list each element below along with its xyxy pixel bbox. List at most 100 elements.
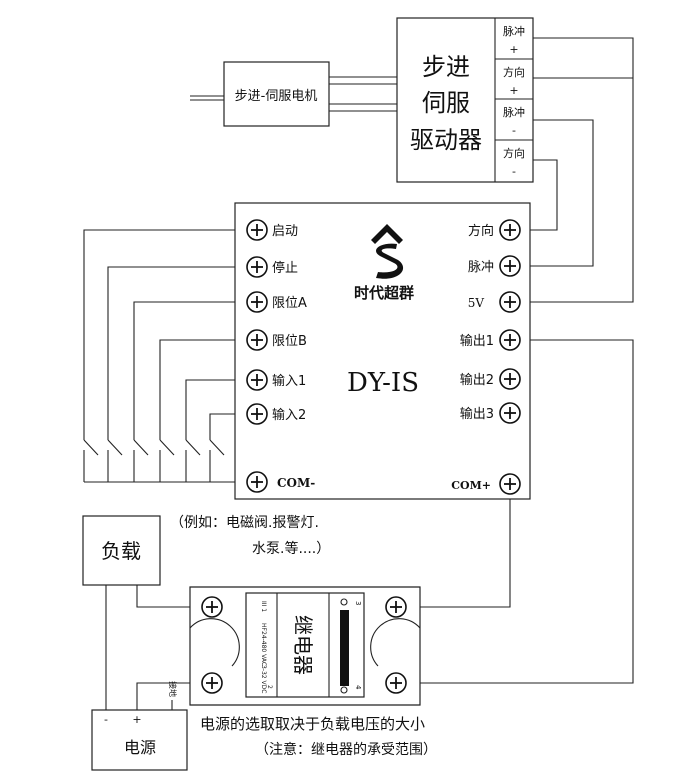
wire-input2 [209,413,245,440]
terminal-screw [246,329,268,351]
brand-logo: 时代超群 [354,224,414,302]
load-example-line1: （例如：电磁阀.报警灯. [170,515,319,531]
terminal-label-input1: 输入1 [272,373,306,389]
relay-pin-number: 3 [354,601,362,605]
relay: III 1 HF 24-480 VAC 3-32 VDC 2 3 4 继电器 [189,586,421,706]
model-name: DY-IS [347,368,419,398]
wire-limit-b [159,339,245,440]
terminal-screw [385,672,407,694]
driver-title-line: 步进 [422,53,470,81]
terminal-label-com-minus: COM- [277,476,315,490]
terminal-label-output1: 输出1 [460,333,494,349]
driver-port-label: 脉冲 [503,105,525,119]
wire-dir-minus [526,159,558,231]
terminal-screw [499,368,521,390]
wire-pulse-minus [526,119,594,267]
wire-power-relay [136,682,200,717]
terminal-label-output2: 输出2 [460,372,494,388]
load-example-line2: 水泵.等....） [252,540,330,557]
wire-limit-a [133,301,245,440]
terminal-screw [385,596,407,618]
relay-small-text: 24-480 VAC [260,631,267,666]
relay-mount-arc-right [370,618,421,667]
load: 负载 （例如：电磁阀.报警灯. 水泵.等....） [82,515,330,586]
terminal-screw [499,329,521,351]
wire-stop [107,266,245,440]
terminal-label-input2: 输入2 [272,407,306,423]
terminal-screw [246,471,268,493]
relay-small-text: 2 [266,685,273,689]
driver-port-label: 方向 [503,65,525,79]
switch-blade [185,439,201,456]
note-line1: 电源的选取取决于负载电压的大小 [200,715,425,733]
terminal-screw [499,255,521,277]
terminal-label-com-plus: COM+ [451,479,491,492]
load-box [82,515,161,586]
driver-port-sign: + [509,84,518,97]
driver-box [396,17,534,183]
terminal-screw [499,291,521,313]
power-plus-label: + [132,713,141,726]
relay-label-group: 继电器 [291,615,315,675]
terminal-screw [201,672,223,694]
switch-blade [83,439,99,456]
wire-start [83,229,245,440]
terminal-label-limit-a: 限位A [272,296,307,311]
switch-blade [159,439,175,456]
relay-label: 继电器 [291,615,315,675]
terminal-screw [246,403,268,425]
terminal-label-stop: 停止 [272,260,298,276]
switch-blade [107,439,123,456]
notes: 电源的选取取决于负载电压的大小 （注意：继电器的承受范围） [200,715,437,758]
driver-port-sign: - [512,165,516,178]
brand-name: 时代超群 [354,284,414,302]
relay-small-text: III 1 [260,601,267,612]
load-label: 负载 [101,539,141,563]
terminal-screw [201,596,223,618]
driver-port-sign: + [509,43,518,56]
switch-blade [209,439,225,456]
driver-port-label: 方向 [503,146,525,160]
switch-blade [133,439,149,456]
controller: 时代超群 DY-IS 启动 停止 限位A 限位B 输入1 输入2 COM- 方向… [234,202,531,500]
driver-port-label: 脉冲 [503,24,525,38]
driver-title-line: 驱动器 [410,126,482,154]
motor-label: 步进-伺服电机 [235,89,318,104]
logo-chevron [371,224,403,244]
wire-output1-relay [406,339,634,684]
terminal-screw [246,291,268,313]
power-minus-label: - [104,713,108,726]
power-supply: - + 电源 接地 [91,681,188,771]
ground-label: 接地 [168,681,178,697]
relay-pin-numbers: 3 4 [354,601,362,690]
note-line2: （注意：继电器的承受范围） [255,741,437,758]
relay-pin-number: 4 [354,685,362,690]
wire-pulse-plus-5v [526,37,634,303]
relay-small-text: HF [260,623,267,632]
ground-label-group: 接地 [168,681,178,697]
wires [83,37,634,723]
power-box [91,709,188,771]
terminal-screw [499,402,521,424]
terminal-screw [246,369,268,391]
wire-com-plus-relay [406,497,511,608]
wire-input1 [185,379,245,440]
terminal-screw [499,473,521,495]
terminal-screw [246,219,268,241]
relay-pin [340,686,348,694]
motor: 步进-伺服电机 [223,61,330,127]
terminal-label-start: 启动 [272,224,298,239]
relay-mount-arc-left [189,618,240,667]
relay-small-print: III 1 HF 24-480 VAC 3-32 VDC 2 [260,601,273,693]
terminal-label-limit-b: 限位B [272,334,307,349]
driver: 步进 伺服 驱动器 脉冲 + 方向 + 脉冲 - 方向 - [396,17,534,183]
wire-load-relay [136,585,200,608]
driver-port-sign: - [512,124,516,137]
relay-small-text: 3-32 VDC [260,665,267,693]
relay-contact-strip [340,610,349,686]
relay-pin [340,598,348,606]
terminal-screw [499,219,521,241]
logo-s-mark [376,243,404,279]
motor-box [223,61,330,127]
